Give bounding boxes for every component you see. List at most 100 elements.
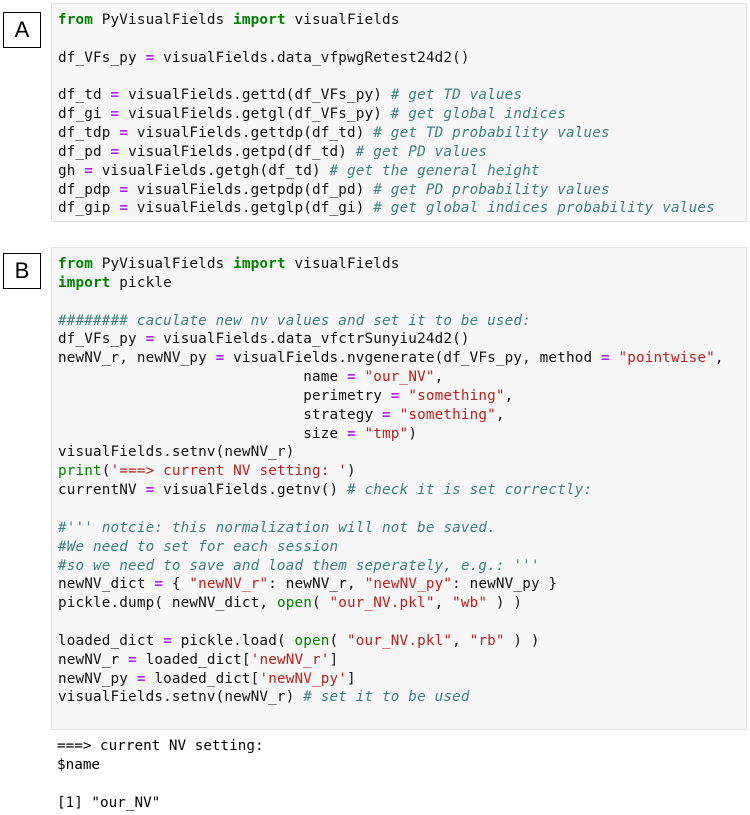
- code-line: from PyVisualFields import visualFields: [58, 11, 746, 30]
- token-code-text: visualFields.data_vfpwgRetest24d2(): [154, 49, 470, 66]
- code-line: [58, 68, 746, 87]
- token-code-text: name: [58, 369, 347, 386]
- token-operator: =: [145, 331, 155, 348]
- token-code-text: [391, 407, 400, 423]
- token-operator: =: [215, 350, 225, 367]
- token-operator: =: [119, 181, 129, 198]
- token-code-text: ): [408, 425, 418, 442]
- token-operator: =: [145, 49, 155, 66]
- token-string: "newNV_py": [364, 576, 453, 593]
- code-line: currentNV = visualFields.getnv() # check…: [58, 481, 746, 500]
- token-code-text: visualFields.gettdp(df_td): [128, 125, 374, 142]
- token-code-text: PyVisualFields: [93, 12, 234, 28]
- token-operator: =: [119, 200, 129, 217]
- code-line: [58, 293, 746, 312]
- token-string: "tmp": [364, 425, 409, 442]
- panel-label-a: A: [3, 12, 41, 48]
- code-line: [58, 613, 746, 632]
- token-code-text: ,: [452, 632, 470, 649]
- token-comment: #so we need to save and load them sepera…: [58, 557, 540, 574]
- token-code-text: ): [347, 463, 356, 480]
- token-operator: =: [600, 350, 610, 367]
- token-code-text: visualFields.nvgenerate(df_VFs_py, metho…: [224, 350, 601, 367]
- token-code-text: df_gip: [58, 200, 120, 217]
- token-code-text: newNV_r: [58, 651, 129, 668]
- token-code-text: pickle.load(: [171, 632, 295, 649]
- token-code-text: newNV_r, newNV_py: [58, 350, 216, 367]
- token-code-text: visualFields.getpdp(df_pd): [128, 181, 374, 198]
- code-line: #We need to set for each session: [58, 538, 746, 557]
- token-operator: =: [84, 162, 94, 179]
- token-string: "newNV_r": [189, 576, 269, 593]
- token-operator: =: [136, 670, 146, 687]
- token-operator: =: [163, 632, 172, 649]
- token-comment: ######## caculate new nv values and set …: [58, 312, 531, 329]
- token-code-text: df_VFs_py: [58, 49, 146, 66]
- token-code-text: ,: [495, 406, 505, 423]
- token-code-text: visualFields.getgl(df_VFs_py): [119, 106, 391, 123]
- cell-output-b: ===> current NV setting: $name[1] "our_N…: [57, 737, 272, 813]
- token-code-text: gh: [58, 162, 85, 179]
- code-line: [58, 500, 746, 519]
- token-code-text: PyVisualFields: [93, 256, 234, 272]
- code-line: loaded_dict = pickle.load( open( "our_NV…: [58, 632, 746, 651]
- token-operator: =: [110, 143, 120, 160]
- token-comment: #We need to set for each session: [58, 538, 339, 555]
- code-line: name = "our_NV",: [58, 368, 746, 387]
- token-comment: #''' notcie: this normalization will not…: [58, 519, 496, 536]
- token-comment: # get the general height: [329, 162, 540, 179]
- code-line: newNV_dict = { "newNV_r": newNV_r, "newN…: [58, 575, 746, 594]
- token-code-text: df_gi: [58, 106, 111, 123]
- token-operator: =: [110, 106, 120, 123]
- code-line: df_tdp = visualFields.gettdp(df_td) # ge…: [58, 124, 746, 143]
- token-string: "pointwise": [618, 350, 715, 367]
- token-code-text: (: [101, 463, 111, 480]
- token-code-text: (: [311, 595, 330, 612]
- token-string: "our_NV.pkl": [347, 632, 453, 649]
- token-comment: # get global indices: [390, 106, 566, 123]
- code-line: #''' notcie: this normalization will not…: [58, 519, 746, 538]
- token-keyword: from: [58, 12, 94, 28]
- token-code-text: visualFields.data_vfctrSunyiu24d2(): [154, 331, 470, 348]
- token-code-text: visualFields.getpd(df_td): [119, 143, 356, 160]
- code-line: print('===> current NV setting: '): [58, 462, 746, 481]
- token-code-text: loaded_dict[: [136, 651, 251, 668]
- token-comment: # get TD values: [390, 87, 523, 104]
- token-keyword: import: [233, 256, 286, 272]
- token-code-text: [610, 350, 619, 366]
- token-code-text: ,: [434, 369, 444, 386]
- token-code-text: ,: [504, 387, 514, 404]
- token-operator: =: [347, 369, 356, 386]
- code-line: df_td = visualFields.gettd(df_VFs_py) # …: [58, 86, 746, 105]
- token-code-text: perimetry: [58, 387, 391, 404]
- token-code-text: {: [163, 576, 190, 593]
- token-code-text: [356, 369, 365, 385]
- token-string: "our_NV.pkl": [329, 595, 435, 612]
- code-line: #so we need to save and load them sepera…: [58, 557, 746, 576]
- code-line: pickle.dump( newNV_dict, open( "our_NV.p…: [58, 594, 746, 613]
- code-cell-a[interactable]: from PyVisualFields import visualFields d…: [51, 3, 747, 222]
- token-code-text: ]: [347, 670, 356, 687]
- token-string: 'newNV_py': [259, 670, 348, 687]
- token-keyword: from: [58, 256, 94, 272]
- token-builtin: open: [276, 595, 312, 612]
- token-code-text: visualFields.getnv(): [154, 482, 348, 499]
- code-line: gh = visualFields.getgh(df_td) # get the…: [58, 162, 746, 181]
- token-code-text: visualFields.setnv(newNV_r): [58, 689, 304, 706]
- token-comment: # set it to be used: [303, 689, 470, 706]
- code-line: newNV_py = loaded_dict['newNV_py']: [58, 670, 746, 689]
- code-line: import pickle: [58, 274, 746, 293]
- token-code-text: [356, 426, 365, 442]
- token-comment: # check it is set correctly:: [347, 482, 593, 499]
- code-line: df_gip = visualFields.getglp(df_gi) # ge…: [58, 199, 746, 218]
- token-code-text: loaded_dict[: [145, 670, 260, 687]
- output-line: [1] "our_NV": [57, 795, 161, 811]
- token-operator: =: [110, 87, 120, 104]
- token-comment: # get TD probability values: [373, 125, 610, 142]
- code-line: [58, 30, 746, 49]
- code-line: visualFields.setnv(newNV_r) # set it to …: [58, 688, 746, 707]
- code-line: df_VFs_py = visualFields.data_vfctrSunyi…: [58, 330, 746, 349]
- token-code-text: ]: [329, 651, 339, 668]
- token-code-text: loaded_dict: [58, 632, 164, 649]
